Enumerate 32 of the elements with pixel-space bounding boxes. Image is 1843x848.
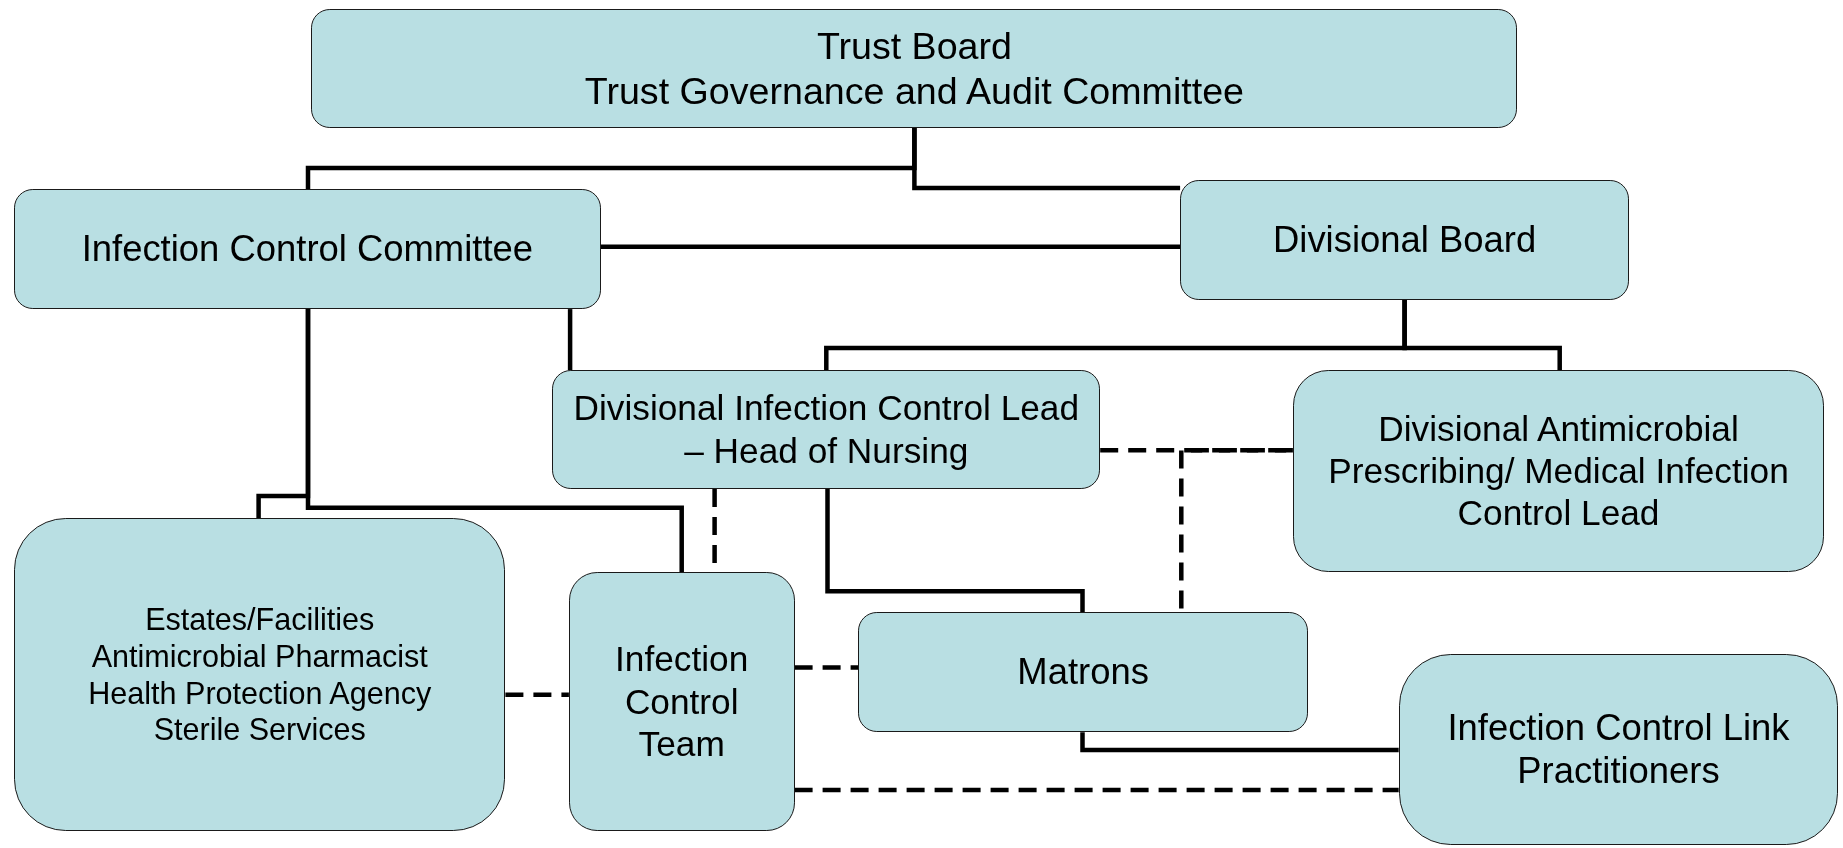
org-box [858, 612, 1309, 733]
org-box [14, 189, 601, 310]
org-box [568, 572, 795, 831]
box-label: Infection Control Committee [81, 227, 534, 272]
connector-line [825, 489, 1085, 613]
org-box [311, 9, 1518, 129]
box-label: Health Protection Agency [88, 674, 432, 712]
connector-line [505, 692, 569, 697]
connector-line [1402, 299, 1562, 371]
connector-line [794, 787, 1399, 793]
box-label: Trust Governance and Audit Committee [584, 68, 1245, 114]
box-label: Estates/Facilities [145, 601, 375, 638]
connector-line [305, 309, 684, 573]
box-label: Divisional Antimicrobial Prescribing/ Medical Infection Control Lead [1327, 407, 1790, 535]
box-label: Infection Control Link Practitioners [1446, 705, 1791, 793]
connector-line [600, 244, 1181, 250]
org-box [14, 518, 506, 831]
box-label: Infection Control Team [614, 638, 750, 765]
connector-line [794, 665, 858, 670]
box-label: Matrons [1017, 650, 1149, 695]
org-box [552, 370, 1101, 489]
connector-line [912, 128, 1181, 191]
connector-line [567, 309, 573, 371]
org-box [1292, 370, 1825, 573]
connector-line [1080, 732, 1399, 753]
box-label: Sterile Services [153, 711, 366, 748]
box-label: Divisional Board [1273, 217, 1537, 262]
org-box [1398, 653, 1839, 846]
box-label: Trust Board [816, 23, 1012, 69]
org-box [1180, 179, 1630, 300]
box-label: Antimicrobial Pharmacist [91, 638, 428, 675]
box-label: Divisional Infection Control Lead – Head of Nursing [572, 387, 1081, 472]
